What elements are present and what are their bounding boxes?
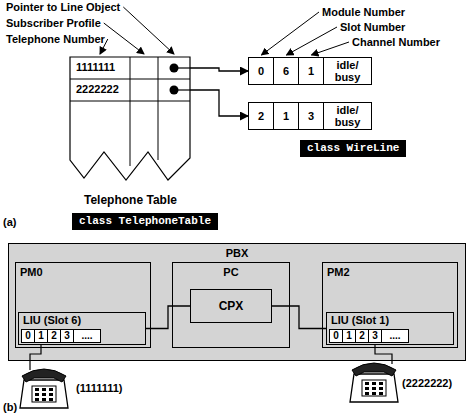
callout-label: Telephone Number [6,33,105,45]
class-name: class WireLine [307,142,399,155]
telephone-number: 1111111 [76,61,115,73]
record-field: 6 [274,58,299,84]
box-title: CPX [219,299,244,313]
class-label-box: class WireLine [300,140,406,157]
callout-label: Slot Number [340,21,405,33]
unit-title: LIU (Slot 6) [23,314,81,326]
phone-number: (1111111) [76,382,123,394]
line-interface-unit: LIU (Slot 6) 0123.... [18,312,146,345]
callout-label: Subscriber Profile [6,17,101,29]
telephone-number: 2222222 [76,83,119,95]
callout-label: Channel Number [352,36,440,48]
telephone-icon [20,369,68,408]
unit-title: LIU (Slot 1) [331,314,389,326]
table-caption: Telephone Table [84,193,177,207]
status-field: idle/ busy [324,58,371,84]
box-fill [15,262,151,348]
record-field: 1 [299,58,324,84]
channel-cell: 0 [21,329,35,343]
record-field: 2 [249,103,274,129]
switch-box: CPX [190,289,272,323]
callout-label: Pointer to Line Object [6,1,120,13]
box-fill [322,262,458,348]
phone-wire [375,344,392,364]
channel-row: 0123.... [21,329,100,343]
connector [146,306,190,329]
panel-letter: (b) [3,401,17,413]
table-row: 2222222 [70,79,190,101]
connector [272,306,326,329]
telephone-icon [350,363,398,402]
channel-cell: 1 [342,329,356,343]
leader-line [104,23,144,54]
table-row-line [70,101,190,102]
box-fill [172,262,290,348]
panel-letter: (a) [3,216,16,228]
box-title: PBX [226,247,249,259]
channel-cell: .... [381,329,409,343]
channel-cell: .... [73,329,101,343]
channel-cell: 2 [47,329,61,343]
box-fill [18,312,146,345]
telephone-table-outline [70,57,190,180]
channel-cell: 2 [355,329,369,343]
box-title: PC [223,266,238,278]
table-column-line [130,57,131,166]
box-fill [8,243,466,361]
phone-number: (2222222) [402,377,452,389]
leader-line [287,27,338,55]
table-row: 1111111 [70,57,190,79]
record-field: 1 [274,103,299,129]
class-name: class TelephoneTable [79,215,211,228]
module-box: PM0LIU (Slot 6) 0123.... [15,262,151,348]
box-fill [190,289,272,323]
connector [190,90,248,116]
line-interface-unit: LIU (Slot 1) 0123.... [326,312,454,345]
table-column-line [158,57,159,160]
channel-cell: 3 [368,329,382,343]
leader-line [312,42,350,55]
module-box: PM2LIU (Slot 1) 0123.... [322,262,458,348]
wireline-record: 061idle/ busy [248,57,372,85]
table-row-line [70,79,190,80]
channel-cell: 3 [60,329,74,343]
box-title: PM0 [20,266,43,278]
pbx-box: PBXPM0LIU (Slot 6)0123....PCCPXPM2LIU (S… [8,243,466,361]
pointer-stem [174,89,190,90]
class-label-box: class TelephoneTable [72,213,218,230]
connector [190,68,248,71]
processor-box: PC CPX [172,262,290,348]
status-field: idle/ busy [324,103,371,129]
channel-cell: 1 [34,329,48,343]
callout-label: Module Number [322,6,405,18]
record-field: 3 [299,103,324,129]
record-field: 0 [249,58,274,84]
wireline-record: 213idle/ busy [248,102,372,130]
channel-cell: 0 [329,329,343,343]
leader-line [123,7,174,54]
leader-line [262,12,320,55]
channel-row: 0123.... [329,329,408,343]
pointer-stem [174,67,190,68]
box-title: PM2 [327,266,350,278]
box-fill [326,312,454,345]
